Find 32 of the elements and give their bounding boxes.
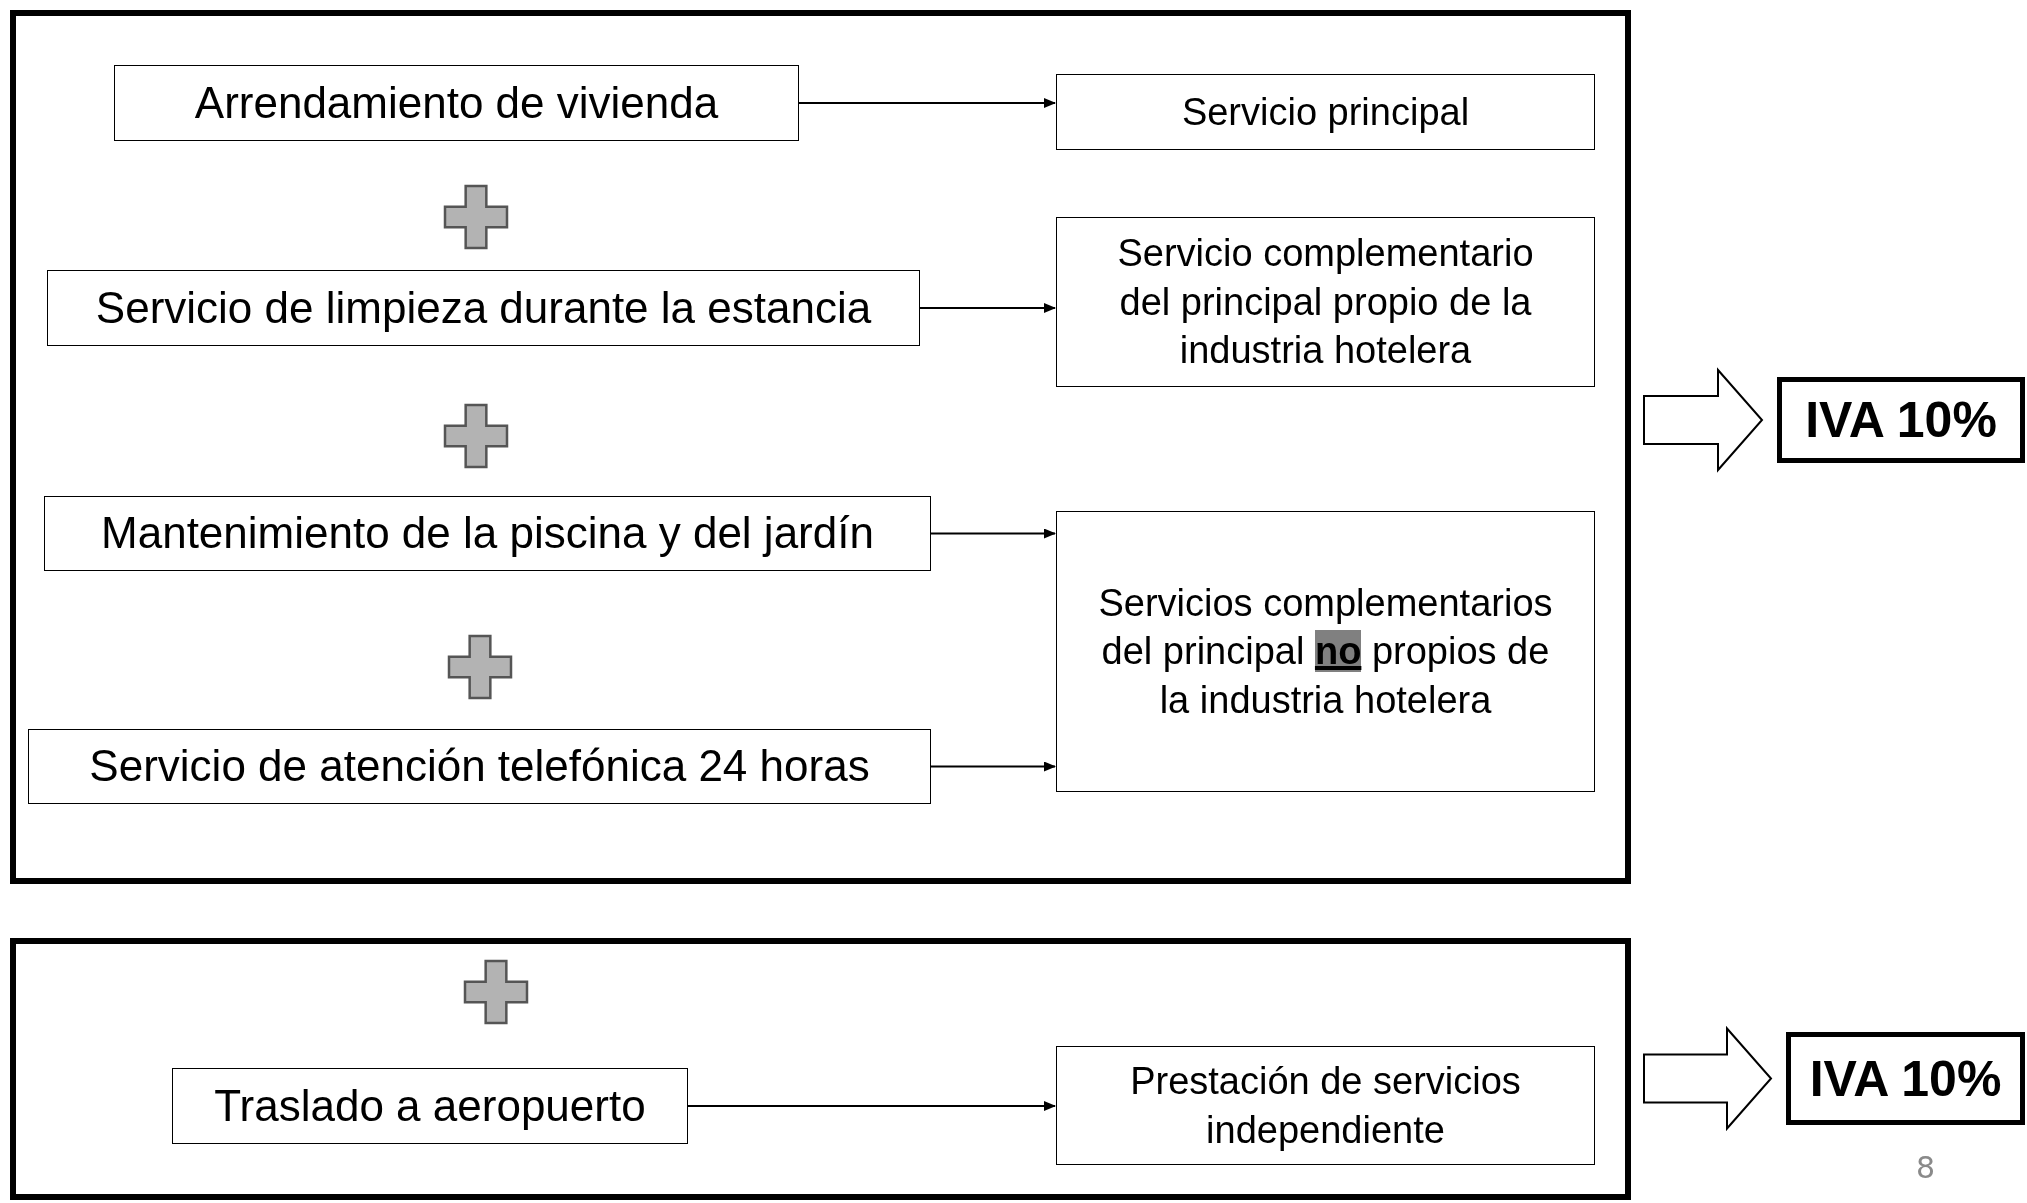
box-text: Mantenimiento de la piscina y del jardín	[101, 507, 874, 560]
page-number: 8	[1916, 1150, 1936, 1185]
service-box	[172, 1068, 688, 1144]
arrow	[930, 528, 1056, 539]
box-text: Servicios complementarios del principal no propios de la industria hotelera	[1097, 580, 1554, 723]
result-box	[1786, 1032, 2025, 1125]
category-box	[1056, 1046, 1595, 1165]
service-box	[44, 496, 931, 571]
arrow	[919, 303, 1056, 313]
arrow	[798, 98, 1056, 108]
category-box	[1056, 74, 1595, 150]
service-box	[114, 65, 799, 141]
box-text: Arrendamiento de vivienda	[194, 76, 719, 129]
box-text: Servicio principal	[1181, 89, 1470, 135]
box-text: Servicio complementario del principal propio de la industria hotelera	[1116, 231, 1535, 374]
box-text: Prestación de servicios independiente	[1129, 1058, 1522, 1153]
category-box	[1056, 217, 1595, 387]
group-frame	[10, 10, 1631, 884]
arrow	[687, 1101, 1056, 1111]
block-arrow	[1643, 367, 1764, 473]
box-text: Servicio de limpieza durante la estancia	[95, 281, 872, 334]
group-frame	[10, 938, 1631, 1200]
service-box	[28, 729, 931, 804]
category-box	[1056, 511, 1595, 792]
box-text: IVA 10%	[1805, 391, 1997, 450]
arrow	[930, 761, 1056, 772]
box-text: Traslado a aeropuerto	[214, 1079, 646, 1132]
box-text: Servicio de atención telefónica 24 horas	[89, 740, 870, 793]
block-arrow	[1643, 1025, 1773, 1132]
box-text: IVA 10%	[1809, 1049, 2002, 1109]
service-box	[47, 270, 920, 346]
result-box	[1777, 377, 2025, 463]
